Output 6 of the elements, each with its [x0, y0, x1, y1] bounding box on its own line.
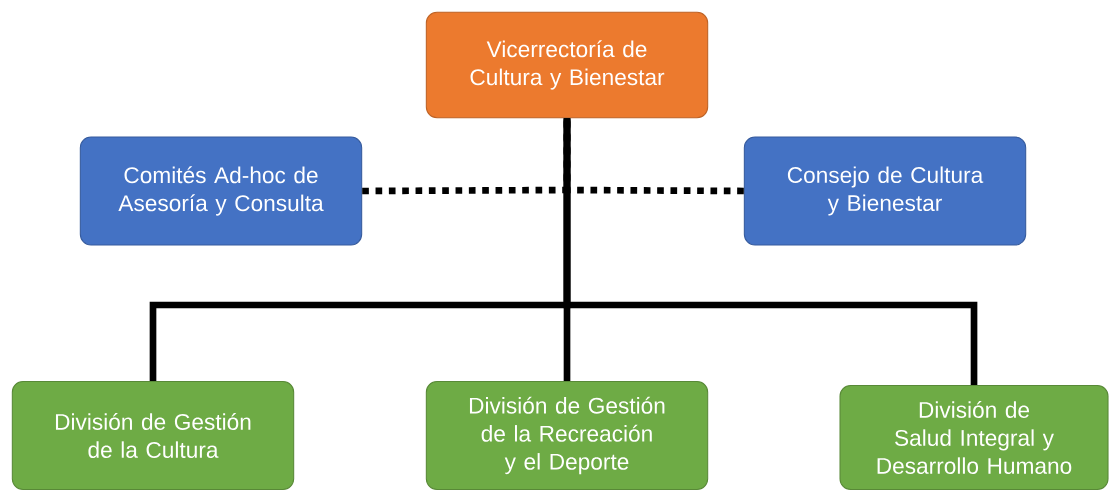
org-box: División de Gestión de la Recreación y el Deporte	[425, 380, 709, 491]
org-box: Consejo de Cultura y Bienestar	[743, 136, 1027, 246]
org-box: División de Salud Integral y Desarrollo Humano	[839, 384, 1109, 491]
org-box: Comités Ad-hoc de Asesoría y Consulta	[79, 136, 363, 246]
org-box: Vicerrectoría de Cultura y Bienestar	[425, 11, 709, 119]
org-box: División de Gestión de la Cultura	[11, 380, 295, 491]
